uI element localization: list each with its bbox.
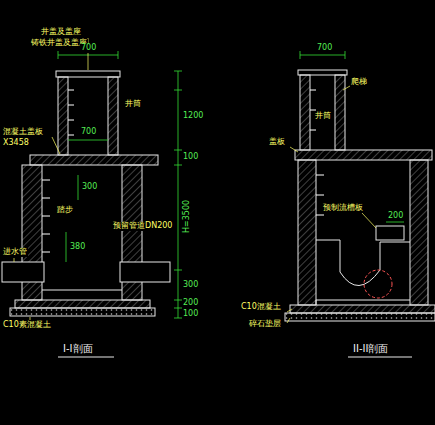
part-note: C10素混凝土: [2, 321, 52, 330]
dimension: 700: [316, 44, 333, 53]
left-dimensions: [58, 51, 182, 318]
title-underline: [348, 357, 412, 358]
dimension: H=3500: [183, 199, 192, 234]
dimension: 100: [182, 153, 199, 162]
dimension: 200: [387, 212, 404, 221]
right-section: [285, 70, 435, 321]
dimension: 300: [182, 281, 199, 290]
part-note: 井盖及盖座: [40, 28, 82, 37]
part-note: 井筒: [314, 112, 332, 121]
dimension: 200: [182, 299, 199, 308]
dimension: 300: [81, 183, 98, 192]
dimension: 700: [80, 128, 97, 137]
part-note: 井筒: [124, 100, 142, 109]
dimension: 100: [182, 310, 199, 319]
part-note: 盖板: [268, 138, 286, 147]
part-note: 碎石垫层: [248, 320, 282, 329]
dimension: 1200: [182, 112, 204, 121]
section-title: I-I剖面: [62, 343, 94, 354]
right-dimensions: [300, 51, 404, 222]
left-ladder: [42, 90, 74, 252]
part-note: 混凝土盖板: [2, 128, 44, 137]
dimension: 700: [80, 44, 97, 53]
section-title: II-II剖面: [352, 343, 389, 354]
part-note: 预制流槽板: [322, 204, 364, 213]
left-section: [2, 71, 170, 316]
part-note: 爬梯: [350, 78, 368, 87]
outlet-pipe: [364, 270, 392, 298]
title-underline: [58, 357, 114, 358]
part-note: C10混凝土: [240, 303, 282, 312]
part-note: 进水管: [2, 248, 28, 257]
left-leaders: [14, 38, 88, 320]
part-note: X3458: [2, 139, 30, 148]
part-note: 预留管道DN200: [112, 222, 173, 231]
right-ladder: [310, 90, 324, 215]
right-leaders: [287, 86, 376, 323]
part-note: 踏步: [56, 206, 74, 215]
dimension: 380: [69, 243, 86, 252]
